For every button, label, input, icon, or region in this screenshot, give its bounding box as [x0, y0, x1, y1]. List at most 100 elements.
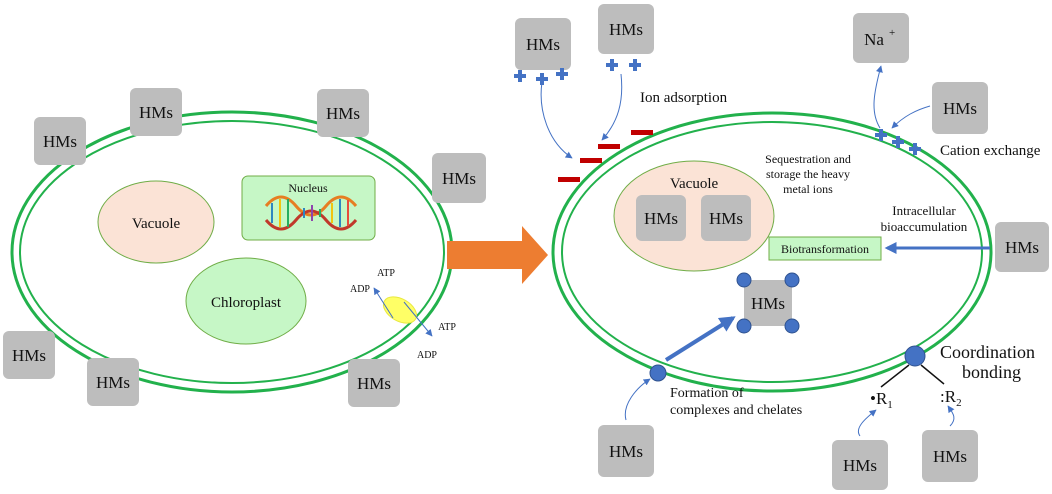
hm-box: HMs — [995, 222, 1049, 272]
ligand-dot — [736, 272, 752, 288]
right-cell: Vacuole HMs HMs Sequestration and storag… — [551, 111, 993, 393]
bioaccumulation-group: HMs — [884, 222, 1049, 272]
chloroplast-label: Chloroplast — [211, 295, 282, 311]
coordination-arrow — [947, 405, 955, 427]
coordination-label-line1: Coordination — [940, 342, 1035, 362]
coordination-center-dot — [904, 345, 926, 367]
right-vacuole-label: Vacuole — [670, 176, 719, 192]
hm-box: HMs — [87, 358, 139, 406]
chloroplast — [185, 257, 307, 345]
ligand-dot — [784, 318, 800, 334]
sodium-label: Na — [864, 30, 884, 49]
left-cell-wall-inner — [19, 120, 445, 384]
hm-box: HMs — [317, 89, 369, 137]
atp-in-arrow — [373, 287, 394, 319]
complexes-label-line2: complexes and chelates — [670, 403, 802, 418]
positive-charge-icon — [514, 59, 641, 85]
nucleus-label: Nucleus — [288, 181, 328, 195]
svg-text:HMs: HMs — [843, 456, 877, 475]
svg-text:HMs: HMs — [357, 374, 391, 393]
svg-text:HMs: HMs — [751, 294, 785, 313]
atp-out-arrow — [403, 301, 433, 337]
right-cell-wall-inner — [561, 121, 983, 383]
sodium-charge: + — [889, 27, 895, 39]
hm-box: HMs — [130, 88, 182, 136]
adsorption-arrow — [540, 81, 573, 159]
ion-adsorption-group: HMs HMs Ion adsorption — [514, 4, 728, 182]
complexes-arrow — [624, 378, 651, 421]
sequestration-label-line2: storage the heavy — [766, 167, 850, 181]
svg-text:HMs: HMs — [43, 132, 77, 151]
hm-box: HMs — [34, 117, 86, 165]
sequestration-label-line3: metal ions — [783, 182, 833, 196]
svg-text:+: + — [889, 27, 895, 39]
cation-release-arrow — [873, 65, 883, 129]
svg-text:HMs: HMs — [709, 209, 743, 228]
left-vacuole — [97, 180, 215, 264]
intracellular-label-line1: Intracellular — [892, 203, 956, 218]
negative-charge-icon — [558, 130, 653, 182]
svg-text:HMs: HMs — [442, 169, 476, 188]
hm-box: HMs — [348, 359, 400, 407]
svg-text:HMs: HMs — [326, 104, 360, 123]
atp-out-label: ATP — [438, 322, 456, 333]
hm-box: HMs — [3, 331, 55, 379]
svg-text:HMs: HMs — [609, 442, 643, 461]
vacuole-hm-box: HMs — [701, 195, 751, 241]
r1-label: •R1 — [870, 389, 893, 411]
coordination-label-line2: bonding — [962, 362, 1021, 382]
svg-text:HMs: HMs — [1005, 238, 1039, 257]
intracellular-label-line2: bioaccumulation — [881, 219, 968, 234]
svg-text:HMs: HMs — [943, 99, 977, 118]
hm-box: HMs — [432, 153, 486, 203]
svg-text:HMs: HMs — [139, 103, 173, 122]
hm-box: HMs — [932, 82, 988, 134]
complexes-label-line1: Formation of — [670, 386, 744, 401]
hm-box: HMs — [832, 440, 888, 490]
left-vacuole-label: Vacuole — [132, 216, 181, 232]
bond-line — [880, 364, 910, 388]
svg-text:HMs: HMs — [526, 35, 560, 54]
hm-box: HMs — [598, 425, 654, 477]
sodium-box: Na + — [853, 13, 909, 63]
positive-charge-icon — [875, 129, 921, 155]
bond-line — [920, 364, 945, 385]
biotransformation-box — [768, 236, 882, 261]
adsorption-arrow — [601, 73, 623, 141]
chelate-complex: HMs — [736, 272, 800, 334]
cation-exchange-label: Cation exchange — [940, 143, 1041, 159]
transition-arrow — [447, 226, 548, 284]
adp-in-label: ADP — [350, 284, 370, 295]
chelation-arrow — [664, 316, 736, 362]
binding-site-dot — [649, 364, 667, 382]
nucleus-box — [241, 175, 376, 241]
atp-in-label: ATP — [377, 268, 395, 279]
cation-exchange-group: Na + HMs Cation exchange — [853, 13, 1041, 159]
coordination-group: •R1 :R2 Coordination bonding HMs HMs — [832, 342, 1035, 490]
vacuole-hm-box: HMs — [636, 195, 686, 241]
svg-text:HMs: HMs — [644, 209, 678, 228]
complexes-group: HMs Formation of complexes and chelates — [598, 378, 802, 477]
biotransformation-label: Biotransformation — [781, 242, 869, 256]
ligand-dot — [784, 272, 800, 288]
hm-box: HMs — [922, 430, 978, 482]
svg-text:HMs: HMs — [609, 20, 643, 39]
cation-exchange-arrow — [891, 105, 931, 129]
hm-box: HMs — [598, 4, 654, 54]
dna-helix-icon — [264, 195, 358, 231]
sequestration-label-line1: Sequestration and — [765, 152, 851, 166]
adp-out-label: ADP — [417, 350, 437, 361]
svg-text:Na: Na — [864, 30, 884, 49]
svg-text:HMs: HMs — [96, 373, 130, 392]
coordination-arrow — [858, 409, 877, 437]
svg-text:HMs: HMs — [933, 447, 967, 466]
hm-box: HMs — [515, 18, 571, 70]
svg-text:HMs: HMs — [12, 346, 46, 365]
right-vacuole — [613, 160, 775, 272]
left-cell: Vacuole Nucleus Chloroplast ATP ADP ATP … — [10, 110, 456, 394]
left-hm-boxes: HMs HMs HMs HMs HMs HMs HMs — [3, 88, 486, 407]
r2-label: :R2 — [940, 387, 962, 409]
ligand-dot — [736, 318, 752, 334]
ion-adsorption-label: Ion adsorption — [640, 90, 728, 106]
